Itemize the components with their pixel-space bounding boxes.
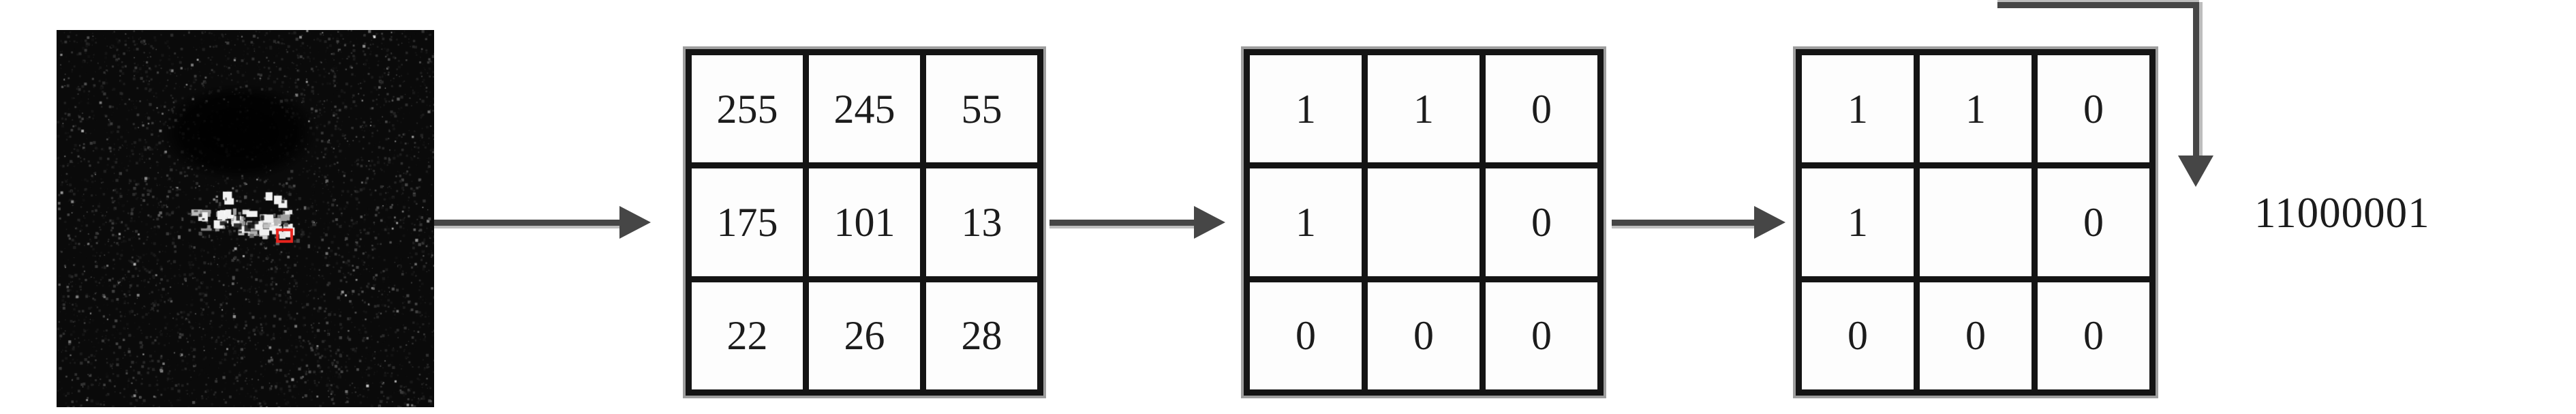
grid-cell: 1 [1802,55,1914,163]
arrow-shaft [2193,2,2199,157]
grid-cell [1920,168,2031,276]
grid-cell: 1 [1368,55,1479,163]
grid-cell: 26 [809,282,920,389]
grid-cell [1368,168,1479,276]
grid-cell: 245 [809,55,920,163]
arrow-right-icon [434,205,652,241]
arrow-head [1194,206,1225,239]
grid-cell: 255 [692,55,803,163]
sar-image [57,30,434,407]
arrow-head [2178,156,2213,187]
grid-cell: 0 [1486,55,1597,163]
grid-cell: 22 [692,282,803,389]
arrow-elbow-down-icon [1997,0,2213,188]
arrow-head [1754,206,1785,239]
grid-cell: 0 [1920,282,2031,389]
grid-cell: 1 [1920,55,2031,163]
arrow-right-icon [1049,205,1227,241]
arrow-right-icon [1612,205,1787,241]
grid-cell: 175 [692,168,803,276]
grid-cell: 0 [2038,55,2149,163]
grid-cell: 1 [1250,168,1362,276]
grid-cell: 55 [926,55,1037,163]
grid-cell: 0 [1250,282,1362,389]
arrow-shaft [434,220,621,226]
grid-cell: 1 [1250,55,1362,163]
grid-cell: 28 [926,282,1037,389]
arrow-shaft [1997,2,2199,8]
grid-cell: 101 [809,168,920,276]
arrow-head [619,206,651,239]
grid-cell: 0 [1368,282,1479,389]
grid-cell: 0 [2038,168,2149,276]
binary-string: 11000001 [2254,189,2430,237]
arrow-shaft [1612,220,1755,226]
grid-cell: 0 [1486,168,1597,276]
grid-cell: 0 [1486,282,1597,389]
grid-cell: 0 [2038,282,2149,389]
grid-cell: 1 [1802,168,1914,276]
grid-cell: 0 [1802,282,1914,389]
grid-cell: 13 [926,168,1037,276]
arrow-shaft [1049,220,1195,226]
